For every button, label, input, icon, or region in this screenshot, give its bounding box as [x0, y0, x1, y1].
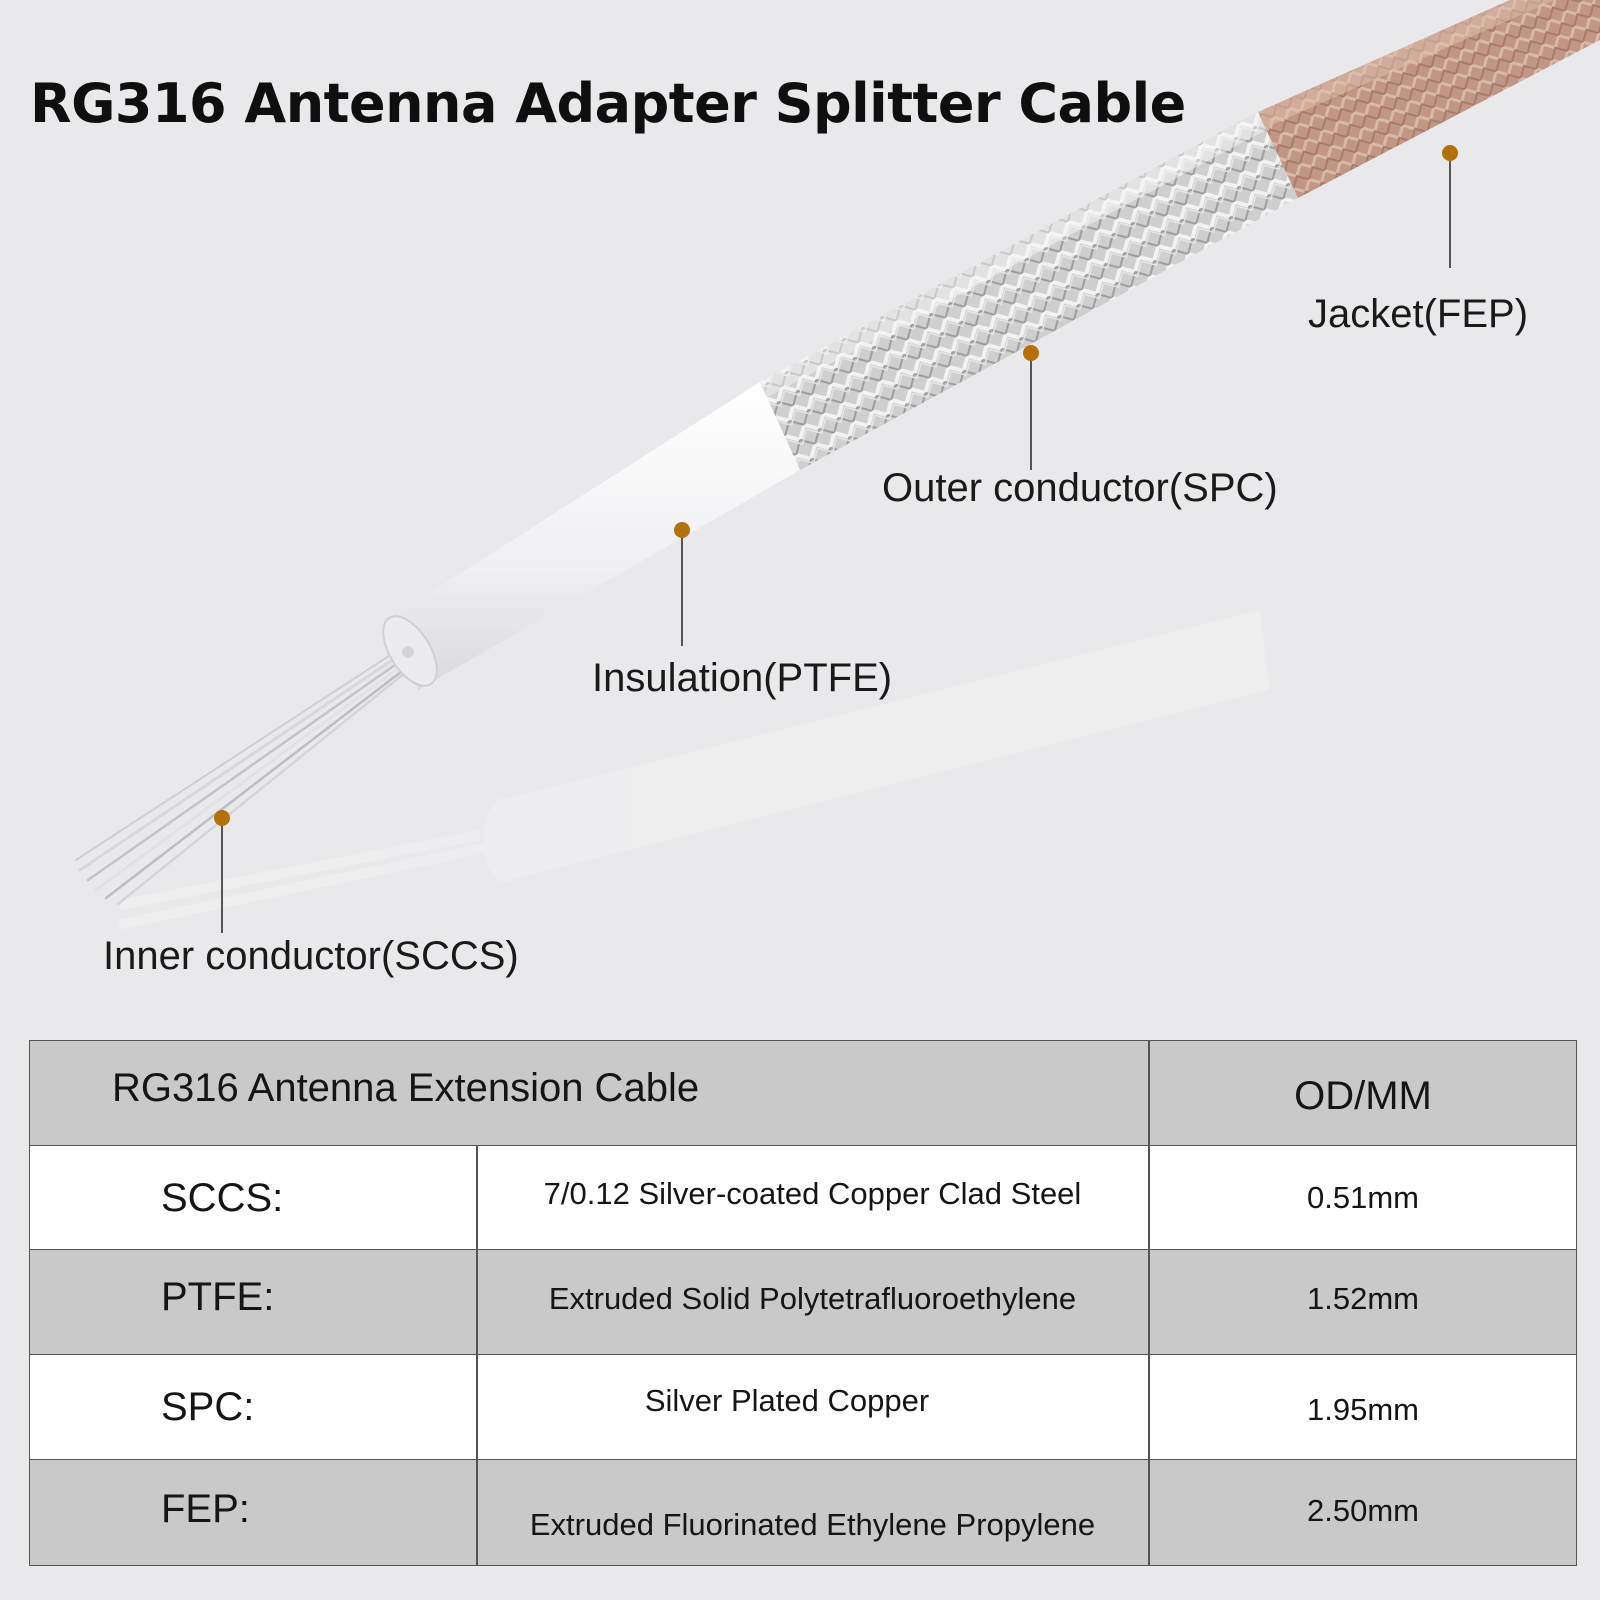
row-code: PTFE: — [161, 1275, 275, 1319]
insulation-segment — [382, 382, 800, 690]
inner-conductor-strands — [75, 649, 408, 906]
row-od: 2.50mm — [1307, 1492, 1419, 1528]
row-description: Extruded Fluorinated Ethylene Propylene — [529, 1506, 1096, 1542]
inner-conductor-marker-dot — [214, 810, 230, 826]
table-header-row: RG316 Antenna Extension Cable OD/MM — [30, 1041, 1576, 1146]
jacket-marker-dot — [1442, 145, 1458, 161]
table-row: SPC: Silver Plated Copper 1.95mm — [30, 1354, 1576, 1460]
cable-reflection — [116, 610, 1270, 930]
row-description: Silver Plated Copper — [644, 1382, 930, 1418]
braid-segment — [760, 112, 1298, 470]
page-title: RG316 Antenna Adapter Splitter Cable — [30, 72, 1186, 135]
callout-jacket: Jacket(FEP) — [1308, 292, 1529, 336]
row-od: 1.52mm — [1307, 1280, 1419, 1316]
row-code: FEP: — [161, 1487, 250, 1531]
cable-illustration — [75, 0, 1600, 933]
callout-inner-conductor: Inner conductor(SCCS) — [103, 934, 519, 978]
table-header-od: OD/MM — [1294, 1074, 1432, 1118]
row-od: 0.51mm — [1307, 1180, 1419, 1215]
table-row: FEP: Extruded Fluorinated Ethylene Propy… — [30, 1459, 1576, 1565]
table-row: SCCS: 7/0.12 Silver-coated Copper Clad S… — [30, 1145, 1576, 1250]
callout-leaders — [214, 145, 1458, 933]
row-od: 1.95mm — [1307, 1391, 1419, 1427]
spec-table: RG316 Antenna Extension Cable OD/MM SCCS… — [29, 1040, 1577, 1566]
outer-conductor-marker-dot — [1023, 345, 1039, 361]
jacket-segment — [1258, 0, 1600, 198]
table-row: PTFE: Extruded Solid Polytetrafluoroethy… — [30, 1249, 1576, 1355]
row-code: SCCS: — [161, 1175, 284, 1220]
row-code: SPC: — [161, 1385, 255, 1429]
insulation-marker-dot — [674, 522, 690, 538]
row-description: Extruded Solid Polytetrafluoroethylene — [548, 1280, 1077, 1316]
callout-outer-conductor: Outer conductor(SPC) — [882, 466, 1278, 510]
callout-insulation: Insulation(PTFE) — [592, 656, 893, 700]
table-header-name: RG316 Antenna Extension Cable — [112, 1066, 700, 1110]
row-description: 7/0.12 Silver-coated Copper Clad Steel — [543, 1176, 1082, 1211]
